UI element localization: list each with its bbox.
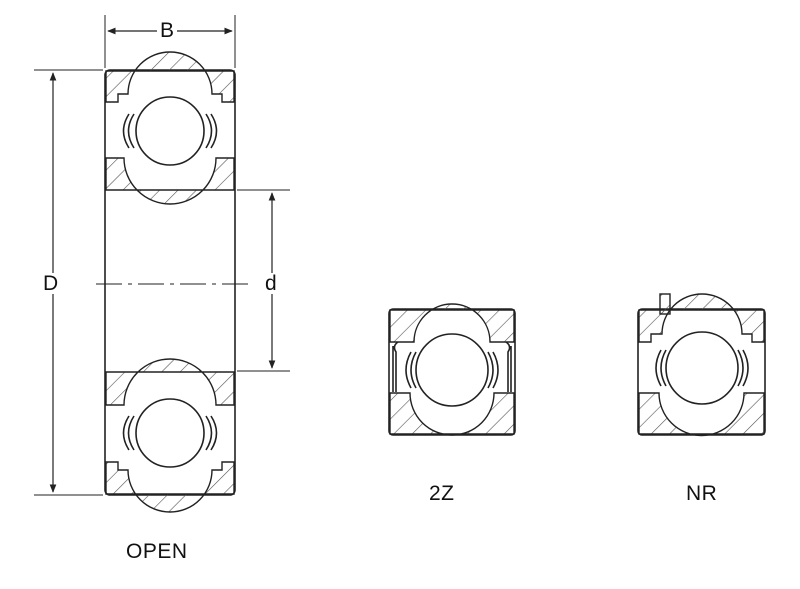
open-bottom-outer-ring	[105, 461, 235, 513]
open-top-cage-left	[122, 113, 135, 149]
snap-ring-inner-ring	[638, 392, 765, 437]
shielded-inner-ring	[389, 392, 515, 436]
snap-ring-caption: NR	[686, 482, 718, 505]
open-bottom-inner-ring	[105, 358, 235, 406]
shield-right	[505, 341, 512, 392]
shielded-caption: 2Z	[429, 482, 455, 505]
open-bottom-cage-right	[205, 415, 218, 451]
bore-diameter-label: d	[262, 273, 280, 294]
outer-diameter-label: D	[40, 273, 62, 294]
open-top-cage-right	[205, 113, 218, 149]
snap-ring	[659, 293, 671, 315]
open-caption: OPEN	[126, 540, 188, 563]
open-bottom-ball	[135, 398, 205, 468]
shielded-ball	[415, 333, 489, 407]
open-top-inner-ring	[105, 157, 235, 205]
open-bottom-cage-left	[122, 415, 135, 451]
shield-left	[392, 341, 399, 392]
snap-ring-outer-ring	[638, 293, 765, 343]
shielded-outer-ring	[389, 303, 515, 343]
snap-ring-bearing-section	[637, 293, 766, 437]
open-top-ball	[135, 96, 205, 166]
snap-ring-cage-left	[655, 349, 667, 387]
open-top-outer-ring	[105, 51, 235, 103]
snap-ring-cage-right	[737, 349, 749, 387]
width-label: B	[157, 20, 178, 41]
snap-ring-ball	[665, 331, 739, 405]
shielded-cage-right	[487, 351, 499, 389]
shielded-cage-left	[405, 351, 417, 389]
shielded-bearing-section	[388, 303, 516, 436]
open-bearing-section	[96, 51, 252, 513]
